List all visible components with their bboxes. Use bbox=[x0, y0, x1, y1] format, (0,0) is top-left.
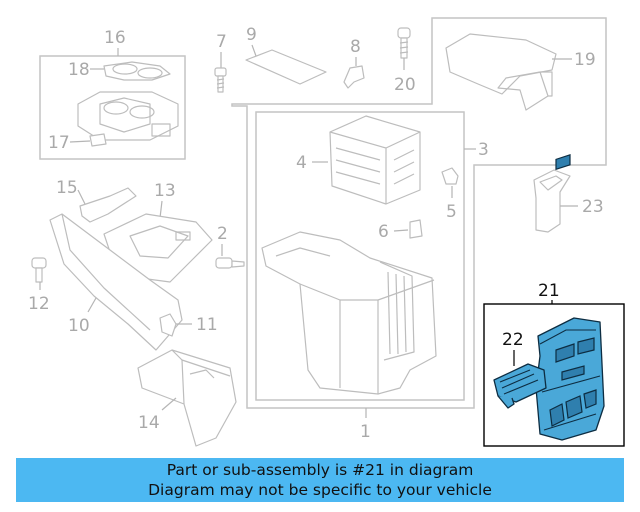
storage-bin-part-4[interactable] bbox=[329, 115, 421, 205]
console-base-part[interactable] bbox=[261, 231, 437, 395]
label-18[interactable]: 18 bbox=[68, 60, 90, 80]
cup-holder-part[interactable] bbox=[77, 91, 179, 141]
label-15[interactable]: 15 bbox=[56, 178, 78, 198]
bracket-part-14[interactable] bbox=[137, 349, 237, 447]
group-box-16 bbox=[39, 55, 186, 160]
screw-part-20[interactable] bbox=[397, 27, 411, 59]
label-20[interactable]: 20 bbox=[394, 75, 416, 95]
cup-holder-mat-part[interactable] bbox=[103, 61, 171, 81]
label-19[interactable]: 19 bbox=[574, 50, 596, 70]
armrest-lid-part-19[interactable] bbox=[445, 33, 557, 111]
screw-part-7[interactable] bbox=[214, 67, 227, 93]
screw-part-12[interactable] bbox=[31, 257, 47, 283]
label-23[interactable]: 23 bbox=[582, 197, 604, 217]
label-3[interactable]: 3 bbox=[478, 140, 489, 160]
label-5[interactable]: 5 bbox=[446, 202, 457, 222]
label-8[interactable]: 8 bbox=[350, 37, 361, 57]
rear-console-panel-part-21[interactable] bbox=[535, 154, 605, 441]
caption-line-1: Part or sub-assembly is #21 in diagram bbox=[166, 461, 474, 479]
clip-part-17[interactable] bbox=[89, 133, 107, 147]
label-2[interactable]: 2 bbox=[217, 224, 228, 244]
caption-line-2: Diagram may not be specific to your vehi… bbox=[148, 481, 492, 499]
bracket-part-15[interactable] bbox=[79, 187, 137, 223]
label-16[interactable]: 16 bbox=[104, 28, 126, 48]
side-panel-part-10[interactable] bbox=[49, 213, 183, 351]
label-21[interactable]: 21 bbox=[538, 281, 560, 301]
duct-part-23[interactable] bbox=[533, 169, 571, 233]
label-9[interactable]: 9 bbox=[246, 25, 257, 45]
label-7[interactable]: 7 bbox=[216, 32, 227, 52]
label-1[interactable]: 1 bbox=[360, 422, 371, 442]
label-6[interactable]: 6 bbox=[378, 222, 389, 242]
label-13[interactable]: 13 bbox=[154, 181, 176, 201]
label-22[interactable]: 22 bbox=[502, 330, 524, 350]
label-14[interactable]: 14 bbox=[138, 413, 160, 433]
label-17[interactable]: 17 bbox=[48, 133, 70, 153]
mat-part-9[interactable] bbox=[245, 49, 327, 85]
label-4[interactable]: 4 bbox=[296, 153, 307, 173]
clip-part-5[interactable] bbox=[441, 167, 459, 185]
screw-part-2[interactable] bbox=[215, 257, 245, 269]
inner-box-3 bbox=[255, 111, 465, 401]
label-11[interactable]: 11 bbox=[196, 315, 218, 335]
clip-part-11[interactable] bbox=[159, 313, 177, 337]
label-12[interactable]: 12 bbox=[28, 294, 50, 314]
vent-part-22[interactable] bbox=[493, 363, 547, 409]
label-10[interactable]: 10 bbox=[68, 316, 90, 336]
group-box-21 bbox=[483, 303, 625, 447]
caption-banner: Part or sub-assembly is #21 in diagram D… bbox=[16, 458, 624, 502]
bolt-part-8[interactable] bbox=[343, 65, 365, 89]
clip-part-6[interactable] bbox=[409, 219, 423, 239]
group-box-3 bbox=[231, 17, 607, 409]
